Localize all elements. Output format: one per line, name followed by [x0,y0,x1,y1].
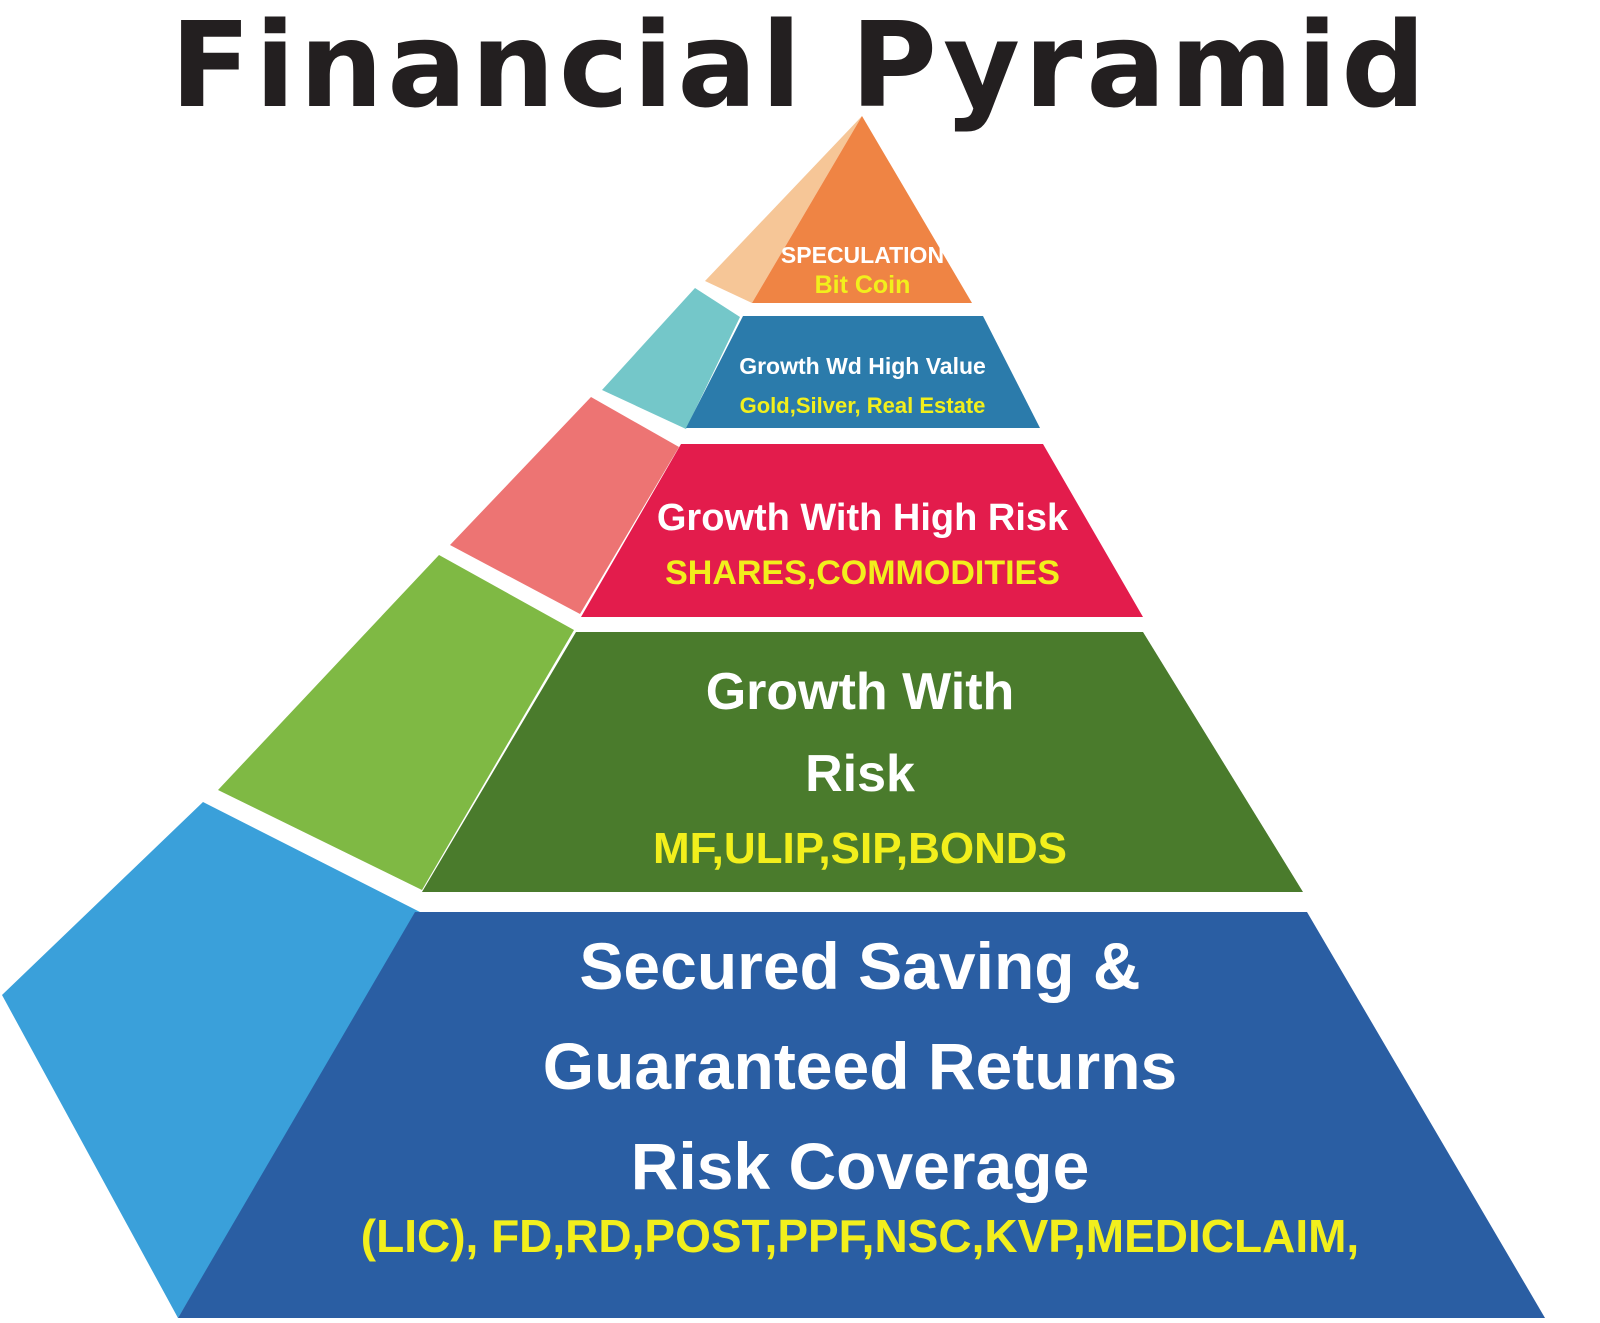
tier-4-heading-line-2: Risk [805,745,915,803]
tier-1-heading: SPECULATION [780,242,945,268]
tier-3-examples: SHARES,COMMODITIES [665,554,1060,592]
tier-3-front-face [581,444,1143,617]
tier-4-front-face [422,632,1303,892]
tier-1-examples: Bit Coin [814,271,911,299]
tier-2-front-face [686,316,1040,428]
tier-1-front-face [752,116,972,303]
page-title: Financial Pyramid [170,0,1430,134]
tier-3-heading: Growth With High Risk [656,497,1069,539]
tier-5-front-face [178,912,1545,1318]
tier-2-side-face [602,288,740,429]
tier-5-examples: (LIC), FD,RD,POST,PPF,NSC,KVP,MEDICLAIM, [360,1210,1360,1262]
tier-4-side-face [218,555,574,890]
tier-5-heading-line-2: Guaranteed Returns [542,1029,1178,1103]
tier-1-side-face [705,116,862,303]
tier-4-heading-line-1: Growth With [705,663,1015,721]
tier-2-examples: Gold,Silver, Real Estate [739,393,986,418]
tier-4-examples: MF,ULIP,SIP,BONDS [652,824,1068,873]
tier-5-heading-line-1: Secured Saving & [579,929,1141,1003]
tier-5-side-face [2,802,420,1318]
tier-3-side-face [450,397,679,614]
tier-5-heading-line-3: Risk Coverage [630,1129,1090,1203]
tier-2-heading: Growth Wd High Value [739,353,986,379]
